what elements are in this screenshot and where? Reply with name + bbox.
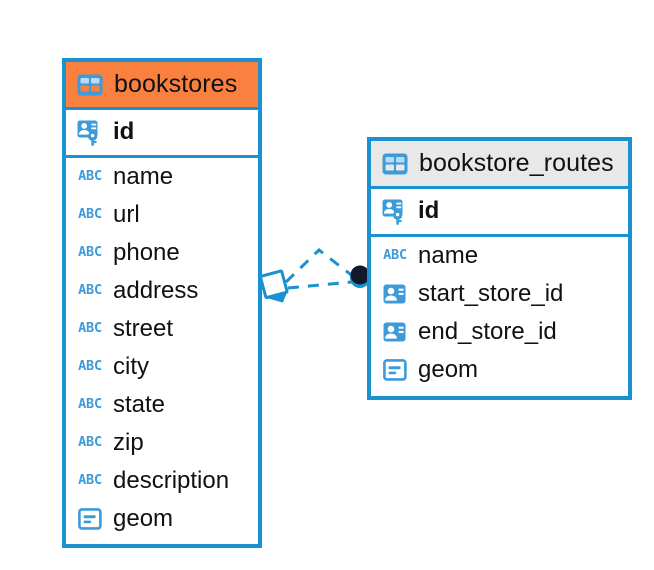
abc-text-icon: ABC	[78, 168, 102, 185]
relationship-lines	[284, 248, 355, 290]
foreign-key-icon	[380, 284, 410, 305]
abc-text-icon: ABC	[78, 320, 102, 337]
table-row[interactable]: ABC address	[66, 272, 258, 310]
relationship-line-lower	[287, 280, 353, 290]
table-row[interactable]: start_store_id	[371, 275, 628, 313]
table-row-primary-key[interactable]: id	[371, 189, 628, 234]
primary-key-section: id	[371, 189, 628, 237]
entity-title: bookstores	[114, 70, 238, 99]
abc-text-icon: ABC	[78, 358, 102, 375]
field-label: phone	[113, 238, 180, 266]
entity-header-bookstore-routes[interactable]: bookstore_routes	[371, 141, 628, 189]
field-label: city	[113, 352, 149, 380]
entity-table-bookstore-routes[interactable]: bookstore_routes	[367, 137, 632, 400]
primary-key-icon	[380, 199, 410, 225]
field-label: url	[113, 200, 140, 228]
table-icon	[380, 153, 410, 175]
table-row[interactable]: ABC state	[66, 386, 258, 424]
field-label: street	[113, 314, 174, 342]
table-row[interactable]: ABC url	[66, 196, 258, 234]
field-label: address	[113, 276, 199, 304]
abc-text-icon: ABC	[78, 282, 102, 299]
abc-text-icon: ABC	[78, 434, 102, 451]
field-label: zip	[113, 428, 144, 456]
field-label: name	[418, 241, 479, 269]
field-label: end_store_id	[418, 317, 557, 345]
table-row[interactable]: ABC phone	[66, 234, 258, 272]
table-row[interactable]: end_store_id	[371, 313, 628, 351]
table-icon	[75, 74, 105, 96]
geometry-icon	[380, 359, 410, 381]
field-section: ABC name start_store_id	[371, 237, 628, 389]
primary-key-icon	[75, 120, 105, 146]
entity-header-bookstores[interactable]: bookstores	[66, 62, 258, 110]
table-row[interactable]: ABC name	[66, 158, 258, 196]
field-label: description	[113, 466, 230, 494]
table-row-primary-key[interactable]: id	[66, 110, 258, 155]
relationship-line-upper	[284, 248, 355, 284]
entity-table-bookstores[interactable]: bookstores	[62, 58, 262, 548]
crows-foot-diamond-icon	[259, 269, 289, 303]
field-label: geom	[418, 355, 479, 383]
abc-text-icon: ABC	[78, 206, 102, 223]
field-label: name	[113, 162, 174, 190]
primary-key-section: id	[66, 110, 258, 158]
table-row[interactable]: ABC street	[66, 310, 258, 348]
field-section: ABC name ABC url ABC phone ABC address A…	[66, 158, 258, 538]
field-label: start_store_id	[418, 279, 564, 307]
abc-text-icon: ABC	[383, 247, 407, 264]
field-label: geom	[113, 504, 174, 532]
table-row[interactable]: geom	[66, 500, 258, 538]
geometry-icon	[75, 508, 105, 530]
field-label: id	[113, 118, 135, 146]
entity-title: bookstore_routes	[419, 149, 614, 178]
table-row[interactable]: geom	[371, 351, 628, 389]
abc-text-icon: ABC	[78, 244, 102, 261]
table-row[interactable]: ABC zip	[66, 424, 258, 462]
foreign-key-icon	[380, 322, 410, 343]
field-label: state	[113, 390, 166, 418]
abc-text-icon: ABC	[78, 396, 102, 413]
field-label: id	[418, 197, 440, 225]
table-row[interactable]: ABC description	[66, 462, 258, 500]
abc-text-icon: ABC	[78, 472, 102, 489]
table-row[interactable]: ABC city	[66, 348, 258, 386]
table-row[interactable]: ABC name	[371, 237, 628, 275]
